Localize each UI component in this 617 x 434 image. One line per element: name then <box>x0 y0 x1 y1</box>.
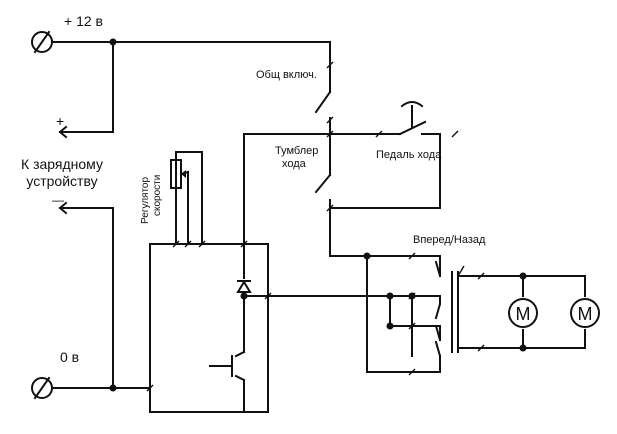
wires <box>51 41 586 413</box>
charger-arrows-icon <box>58 125 68 215</box>
diode-icon <box>236 280 252 293</box>
drive-toggle-label-line2: хода <box>282 158 307 170</box>
charger-label-line1: К зарядному <box>21 156 103 172</box>
terminal-zero-icon <box>31 376 53 400</box>
plus12-label: + 12 в <box>64 13 103 29</box>
minus-sign-label: — <box>52 193 64 207</box>
terminal-plus12-icon <box>31 30 53 54</box>
zero-label: 0 в <box>60 349 79 365</box>
main-switch-label: Общ включ. <box>256 69 317 81</box>
drive-toggle-label-line1: Тумблер <box>275 145 318 157</box>
motor-1-icon: M <box>508 298 538 328</box>
drive-toggle-switch-icon <box>314 173 332 194</box>
motor-2-icon: M <box>570 298 600 328</box>
speed-regulator-label-line1: Регулятор <box>140 177 151 224</box>
junction-dots <box>109 38 527 392</box>
forward-back-label: Вперед/Назад <box>413 234 486 246</box>
speed-regulator-label-line2: скорости <box>152 175 163 216</box>
connector-ticks <box>146 61 485 392</box>
potentiometer-icon <box>170 159 190 189</box>
main-switch-icon <box>314 90 332 114</box>
motor-1-label: M <box>516 304 531 324</box>
plus-sign-label: + <box>56 113 64 129</box>
charger-label-line2: устройству <box>26 173 97 189</box>
pedal-label: Педаль хода <box>376 149 442 161</box>
motor-2-label: M <box>578 304 593 324</box>
pedal-switch-icon <box>398 101 427 136</box>
reverser-switch-icon <box>434 260 465 358</box>
